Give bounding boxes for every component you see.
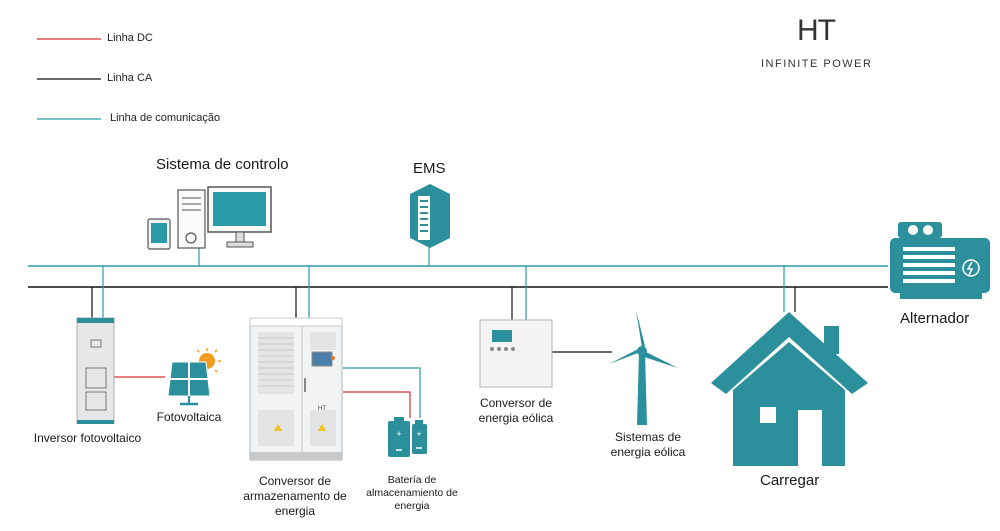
pv-inverter-label: Inversor fotovoltaico — [33, 431, 142, 445]
ems-label: EMS — [413, 160, 446, 177]
pv-inverter-cabinet — [76, 317, 115, 424]
brand-tagline: INFINITE POWER — [761, 58, 873, 70]
wind-converter-label: Conversor de energia eólica — [478, 396, 554, 425]
battery-comm-line — [343, 367, 421, 418]
battery-icon: + + — [388, 417, 427, 457]
house-load-icon — [711, 312, 868, 466]
brand-logo: HT — [797, 14, 836, 47]
legend-ac-label: Linha CA — [107, 72, 153, 84]
svg-text:+: + — [416, 429, 421, 439]
solar-panel-icon — [167, 348, 221, 406]
generator-icon — [890, 222, 990, 299]
legend-comm-label: Linha de comunicação — [110, 112, 221, 124]
wind-converter-unit — [479, 319, 553, 388]
photovoltaic-label: Fotovoltaica — [156, 410, 222, 424]
ems-server-icon — [410, 184, 450, 248]
bus-connectors — [91, 246, 796, 320]
storage-converter-label: Conversor de armazenamento de energia — [243, 474, 347, 518]
legend-dc-label: Linha DC — [107, 32, 153, 44]
control-system-label: Sistema de controlo — [156, 156, 289, 173]
generator-label: Alternador — [900, 310, 970, 327]
svg-text:+: + — [396, 429, 401, 439]
tablet-icon — [147, 218, 171, 250]
monitor-icon — [207, 186, 272, 248]
computer-tower-icon — [177, 189, 206, 249]
battery-label: Batería de almacenamiento de energia — [366, 474, 458, 512]
storage-converter-cabinet: HT — [249, 317, 343, 461]
load-label: Carregar — [760, 472, 820, 489]
wind-turbine-icon — [609, 310, 678, 425]
battery-dc-line — [343, 391, 411, 418]
wind-systems-label: Sistemas de energia eólica — [610, 430, 686, 459]
storage-cabinet-logo: HT — [318, 406, 326, 412]
